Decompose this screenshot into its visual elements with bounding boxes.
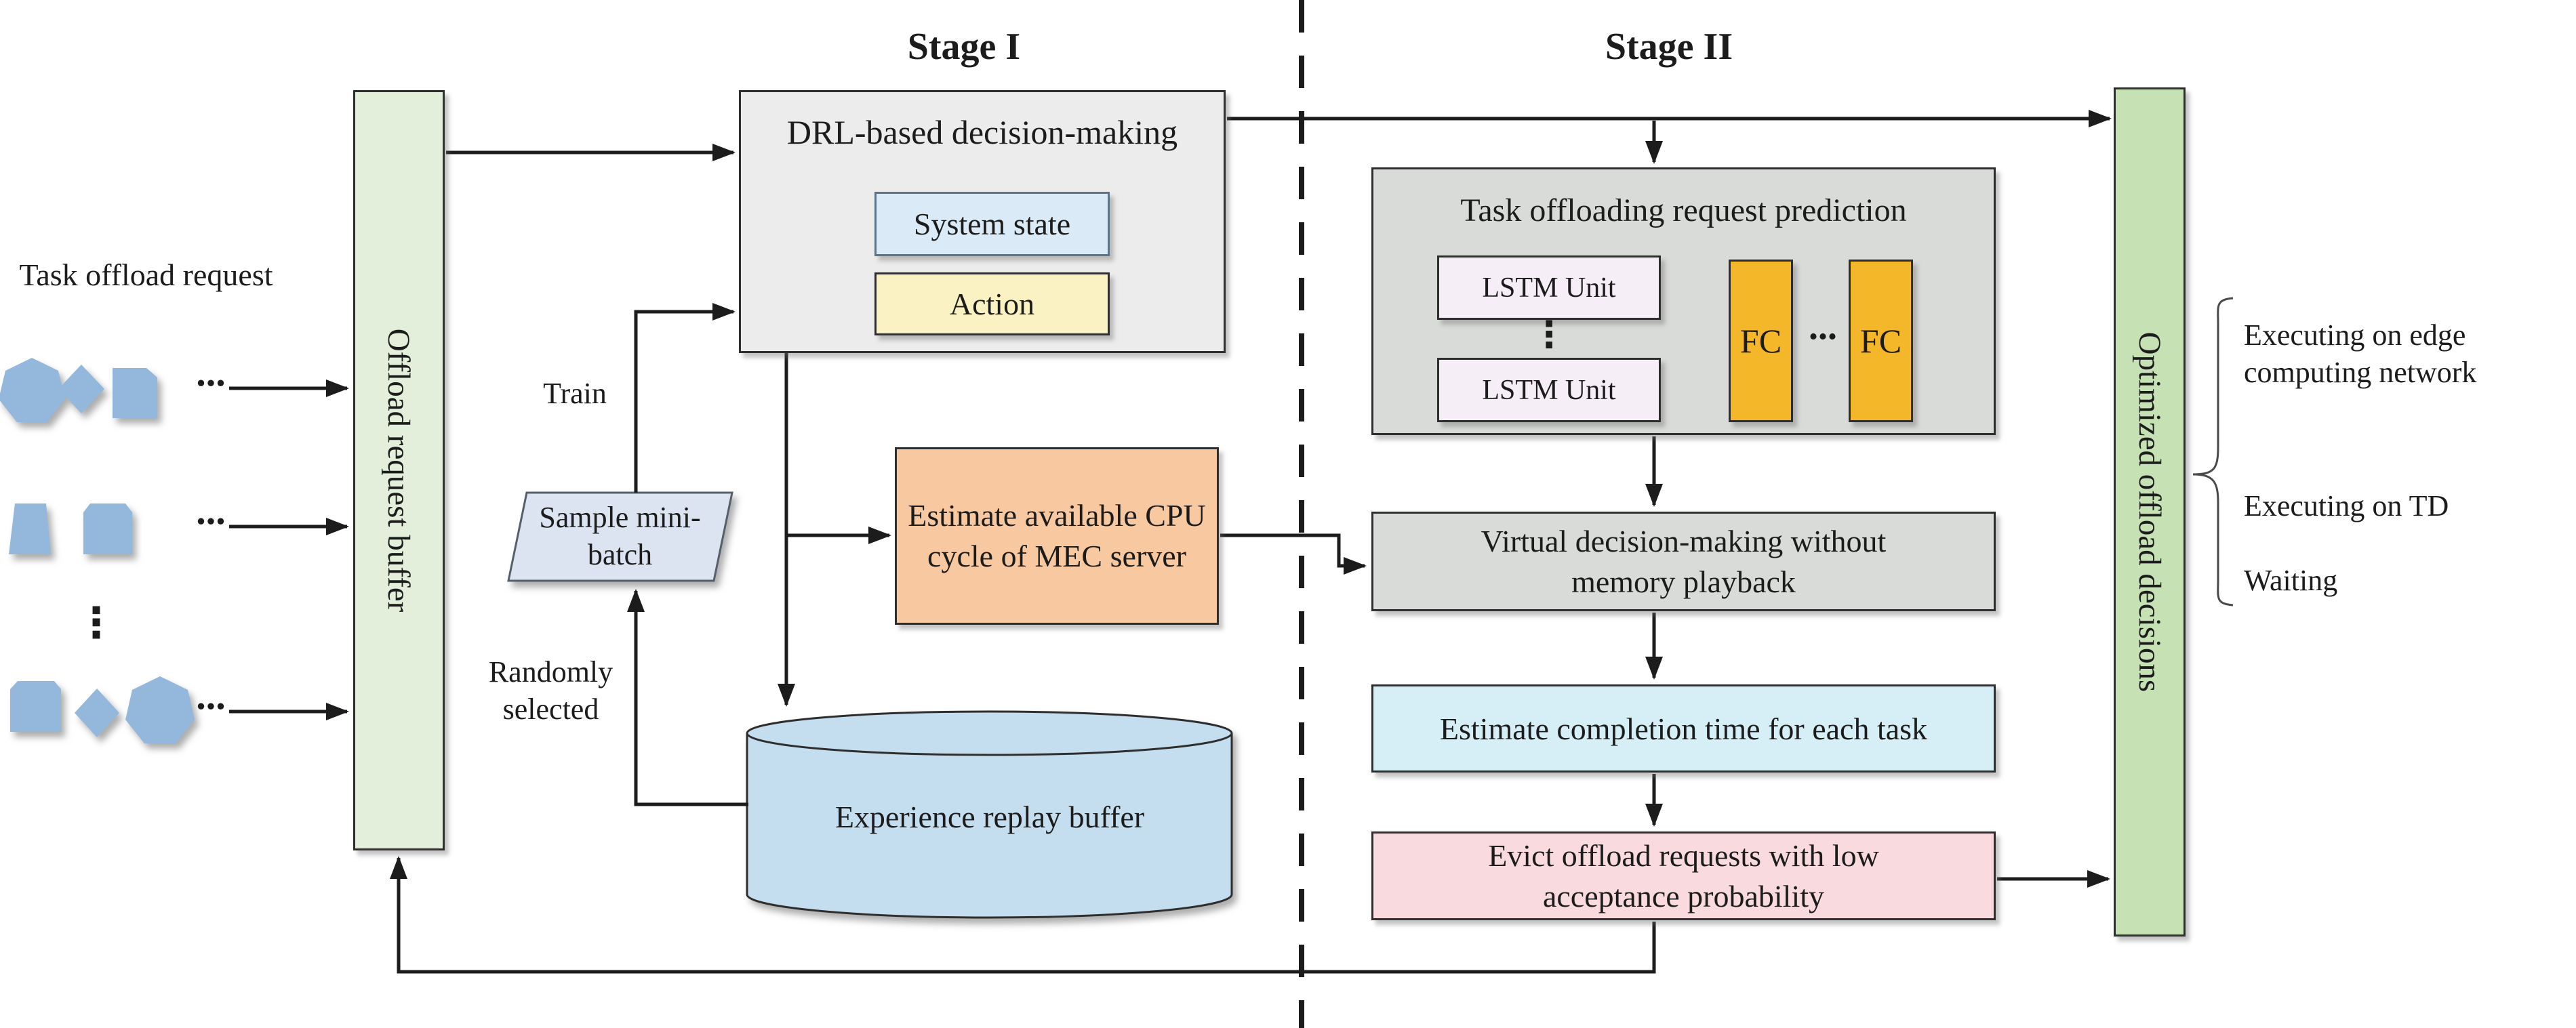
outcome-edge-label: Executing on edge computing network: [2244, 313, 2566, 394]
estimate-cpu-label: Estimate available CPU cycle of MEC serv…: [908, 498, 1206, 573]
task-shape-heptagon: [0, 358, 65, 422]
outcome-waiting-label: Waiting: [2244, 563, 2338, 597]
offload-request-buffer: [353, 90, 445, 850]
randomly-selected-text: Randomly selected: [488, 655, 613, 726]
arrow-feedback-to-buffer: [390, 856, 1656, 974]
lstm-unit-2-label: LSTM Unit: [1482, 374, 1616, 406]
arrow-train-to-drl: [634, 303, 736, 493]
task-shapes-row2: [9, 503, 132, 554]
task-shape-diamond: [58, 365, 104, 413]
sample-mini-batch-text: Sample mini-batch: [539, 501, 701, 571]
row2-ellipsis: ...: [196, 489, 226, 533]
row3-ellipsis: ...: [196, 674, 226, 718]
evict-box: Evict offload requests with low acceptan…: [1371, 831, 1996, 920]
lstm-vertical-ellipsis: ⋮: [1531, 312, 1567, 356]
stage2-title: Stage II: [1605, 26, 1733, 68]
rows-vertical-ellipsis: ⋮: [75, 597, 117, 647]
sample-mini-batch-label: Sample mini-batch: [517, 498, 723, 574]
arrow-cylinder-to-sample: [627, 589, 748, 806]
offload-request-buffer-label: Offload request buffer: [381, 328, 417, 613]
estimate-completion-box: Estimate completion time for each task: [1371, 684, 1996, 773]
evict-label: Evict offload requests with low acceptan…: [1488, 838, 1879, 913]
task-shape-square: [113, 368, 157, 418]
task-shape-square: [10, 681, 61, 732]
task-offload-request-label: Task offload request: [19, 257, 273, 292]
stage1-title: Stage I: [907, 26, 1021, 68]
row1-ellipsis: ...: [196, 350, 226, 394]
task-shapes-row3: [10, 676, 195, 743]
sample-mini-batch-parallelogram: [507, 491, 733, 582]
task-shape-square: [83, 503, 132, 554]
outcomes-brace: [2192, 297, 2234, 606]
outcome-edge-text: Executing on edge computing network: [2244, 318, 2477, 389]
cylinder-body: [746, 733, 1233, 919]
replay-buffer-cylinder: [746, 710, 1233, 919]
system-state-label: System state: [913, 207, 1071, 241]
action-label: Action: [949, 287, 1035, 321]
virtual-decision-box: Virtual decision-making without memory p…: [1371, 512, 1996, 611]
lstm-unit-1-box: LSTM Unit: [1437, 255, 1661, 320]
system-state-box: System state: [874, 192, 1110, 256]
virtual-decision-label: Virtual decision-making without memory p…: [1481, 523, 1887, 599]
task-shapes-row1: [0, 358, 157, 422]
train-label: Train: [543, 376, 607, 410]
lstm-unit-2-box: LSTM Unit: [1437, 358, 1661, 422]
estimate-completion-label: Estimate completion time for each task: [1439, 711, 1928, 746]
randomly-selected-label: Randomly selected: [464, 651, 637, 731]
fc-2-label: FC: [1859, 322, 1902, 360]
fc-1-label: FC: [1739, 322, 1782, 360]
lstm-unit-1-label: LSTM Unit: [1482, 272, 1616, 304]
task-shape-diamond: [75, 688, 119, 737]
drl-decision-title: DRL-based decision-making: [786, 113, 1178, 151]
task-shape-trapezoid: [9, 503, 51, 554]
arrow-cpu-to-virtual: [1220, 533, 1367, 575]
fc-1-box: FC: [1729, 260, 1793, 422]
prediction-title: Task offloading request prediction: [1460, 192, 1907, 228]
cylinder-top: [746, 710, 1233, 756]
fc-2-box: FC: [1849, 260, 1913, 422]
optimized-decisions-label: Optimized offload decisions: [2132, 331, 2167, 693]
optimized-decisions-bar: [2114, 87, 2186, 937]
estimate-cpu-box: Estimate available CPU cycle of MEC serv…: [895, 447, 1219, 625]
fc-ellipsis: ...: [1809, 306, 1837, 348]
replay-buffer-label: Experience replay buffer: [834, 799, 1145, 834]
outcome-td-label: Executing on TD: [2244, 489, 2449, 522]
action-box: Action: [874, 272, 1110, 335]
task-shape-heptagon: [125, 676, 195, 743]
